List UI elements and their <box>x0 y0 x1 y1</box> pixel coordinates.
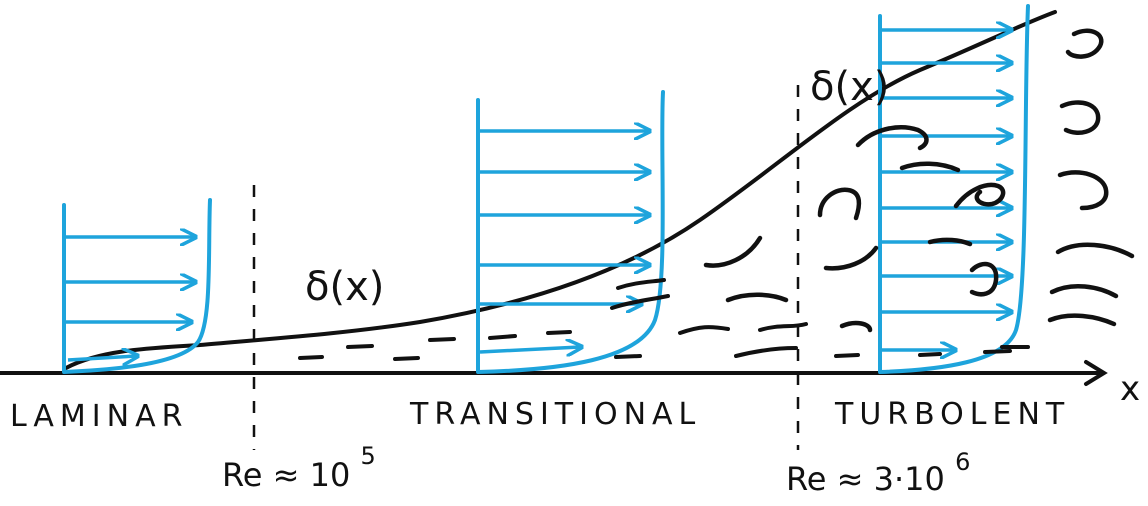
velocity-profile-turbulent <box>878 4 1030 374</box>
boundary-layer-thickness-curve <box>64 10 1057 370</box>
x-axis-label: x <box>1120 369 1140 409</box>
reynolds-threshold-1-exponent: 5 <box>361 442 376 470</box>
sublayer-dashes <box>298 278 1030 361</box>
x-axis <box>0 360 1108 386</box>
velocity-profile-transitional <box>476 90 665 374</box>
reynolds-threshold-2-exponent: 6 <box>955 448 970 476</box>
turbulent-eddies <box>703 28 1135 333</box>
reynolds-threshold-1: Re ≈ 10 5 <box>222 442 376 494</box>
regime-label-transitional: TRANSITIONAL <box>409 397 701 432</box>
thickness-label-turbulent: δ(x) <box>810 64 889 110</box>
regime-label-turbulent: TURBOLENT <box>834 397 1070 432</box>
thickness-label-transitional: δ(x) <box>305 264 384 310</box>
reynolds-threshold-1-base: Re ≈ 10 <box>222 456 350 494</box>
reynolds-threshold-2-base: Re ≈ 3·10 <box>786 460 945 498</box>
reynolds-threshold-2: Re ≈ 3·10 6 <box>786 448 970 498</box>
regime-label-laminar: LAMINAR <box>10 399 188 434</box>
velocity-profile-laminar <box>62 198 212 374</box>
